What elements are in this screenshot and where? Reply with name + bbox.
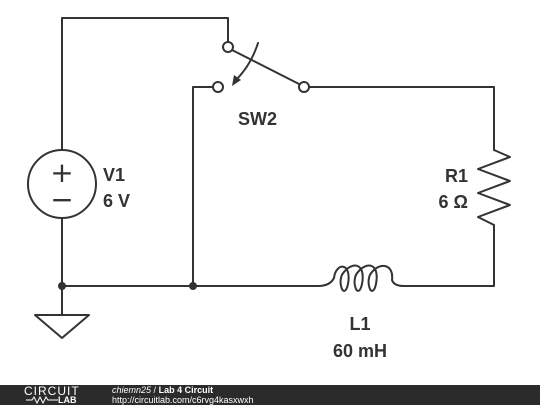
- wire-top: [61, 17, 229, 151]
- voltage-source-body: [27, 149, 97, 219]
- voltage-source-v1: + −: [27, 149, 97, 219]
- sw2-arrow-head-icon: [232, 75, 241, 86]
- circuit-title: Lab 4 Circuit: [158, 385, 214, 395]
- circuit-url-link[interactable]: http://circuitlab.com/c6rvg4kasxwxh: [112, 395, 254, 405]
- sw2-open-terminal: [212, 81, 224, 93]
- v1-name-label: V1: [103, 165, 125, 185]
- circuit-meta: chiemn25 / Lab 4 Circuit http://circuitl…: [112, 385, 254, 405]
- v1-minus-sign: −: [50, 183, 73, 216]
- wire-sw2-open-terminal: [192, 86, 214, 287]
- ground-icon: [34, 314, 90, 339]
- wire-right-top: [308, 86, 495, 151]
- r1-value-label: 6 Ω: [439, 192, 468, 212]
- logo-text-bottom: LAB: [58, 395, 77, 405]
- sw2-name-label: SW2: [238, 109, 277, 129]
- meta-line-1: chiemn25 / Lab 4 Circuit: [112, 385, 254, 395]
- v1-value-label: 6 V: [103, 191, 130, 211]
- logo-resistor-icon: [26, 396, 58, 404]
- v1-plus-sign: +: [50, 156, 73, 189]
- wires: [61, 17, 495, 316]
- meta-separator: /: [153, 385, 157, 395]
- circuit-schematic: + − V1 6 V SW2 R1 6 Ω L1 60 mH: [27, 17, 511, 361]
- inductor-l1: [317, 264, 405, 292]
- junction-dot-middle: [189, 282, 197, 290]
- resistor-r1: [477, 149, 511, 226]
- footer-bar: CIRCUIT LAB chiemn25 / Lab 4 Circuit htt…: [0, 384, 540, 405]
- switch-sw2: [212, 41, 310, 93]
- sw2-blade: [231, 49, 300, 85]
- author-link[interactable]: chiemn25: [112, 385, 152, 395]
- sw2-common-terminal: [222, 41, 234, 53]
- l1-value-label: 60 mH: [333, 341, 387, 361]
- logo-text-top: CIRCUIT: [24, 384, 80, 398]
- sw2-action-arrow: [235, 42, 259, 81]
- junction-dot-left: [58, 282, 66, 290]
- sw2-closed-terminal: [298, 81, 310, 93]
- r1-name-label: R1: [445, 166, 468, 186]
- circuitlab-logo[interactable]: CIRCUIT LAB: [24, 384, 94, 405]
- wire-right-bottom: [403, 224, 495, 287]
- l1-name-label: L1: [349, 314, 370, 334]
